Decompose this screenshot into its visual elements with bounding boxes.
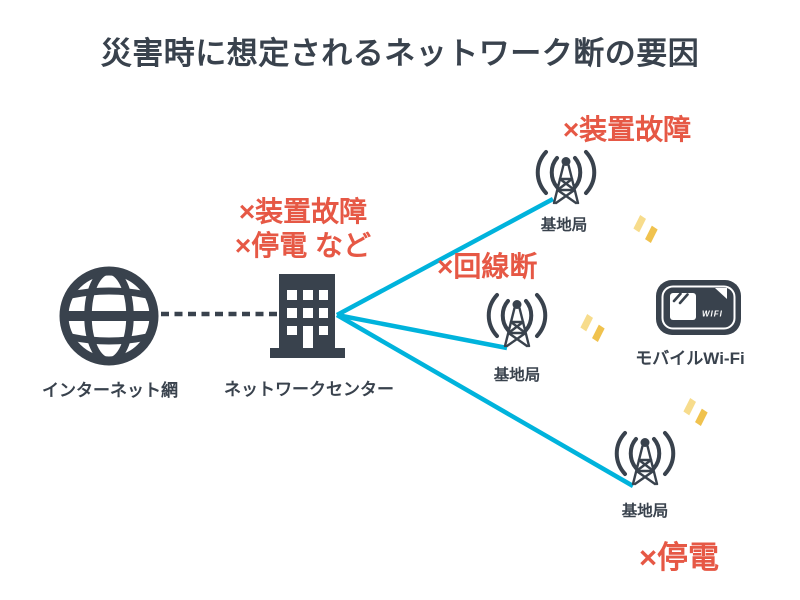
- building-icon: [270, 274, 345, 358]
- base-station-bottom-failure-annotation: ×停電: [638, 540, 720, 575]
- link-line-middle: [336, 312, 508, 351]
- lightning-bolt-icon: [633, 214, 658, 244]
- line-failure-annotation: ×回線断: [437, 251, 538, 282]
- antenna-icon: [614, 431, 676, 486]
- network-center-failure-annotation: ×装置故障 ×停電 など: [195, 195, 411, 263]
- internet-node: [57, 264, 161, 368]
- network-center-failure-line1: ×装置故障: [238, 196, 368, 227]
- base-station-top-failure-annotation: ×装置故障: [562, 114, 692, 145]
- link-line-bottom: [335, 313, 635, 488]
- base-station-bottom-label: 基地局: [621, 503, 669, 520]
- antenna-icon: [535, 150, 597, 205]
- network-center-node: [270, 274, 345, 358]
- diagram-title: 災害時に想定されるネットワーク断の要因: [100, 36, 700, 71]
- mobile-wifi-label: モバイルWi-Fi: [635, 349, 745, 368]
- lightning-bolt-icon: [580, 313, 605, 343]
- network-center-label: ネットワークセンター: [224, 380, 394, 399]
- screen-shine-icon: [672, 292, 689, 305]
- base-station-bottom-node: [608, 430, 682, 488]
- base-station-middle-node: [480, 292, 554, 350]
- antenna-icon: [486, 293, 548, 348]
- corner-signal-icon: [715, 288, 727, 299]
- base-station-top-node: [529, 149, 603, 207]
- base-station-middle-label: 基地局: [493, 367, 541, 384]
- network-center-failure-line2: ×停電 など: [234, 230, 372, 261]
- link-line-top: [335, 197, 555, 317]
- mobile-wifi-node: WIFI: [656, 280, 741, 335]
- mobile-wifi-icon: WIFI: [656, 280, 741, 335]
- globe-icon: [59, 266, 159, 366]
- wifi-device-text: WIFI: [702, 310, 723, 319]
- base-station-top-label: 基地局: [540, 217, 588, 234]
- internet-label: インターネット網: [42, 381, 178, 400]
- lightning-bolt-icon: [683, 397, 708, 427]
